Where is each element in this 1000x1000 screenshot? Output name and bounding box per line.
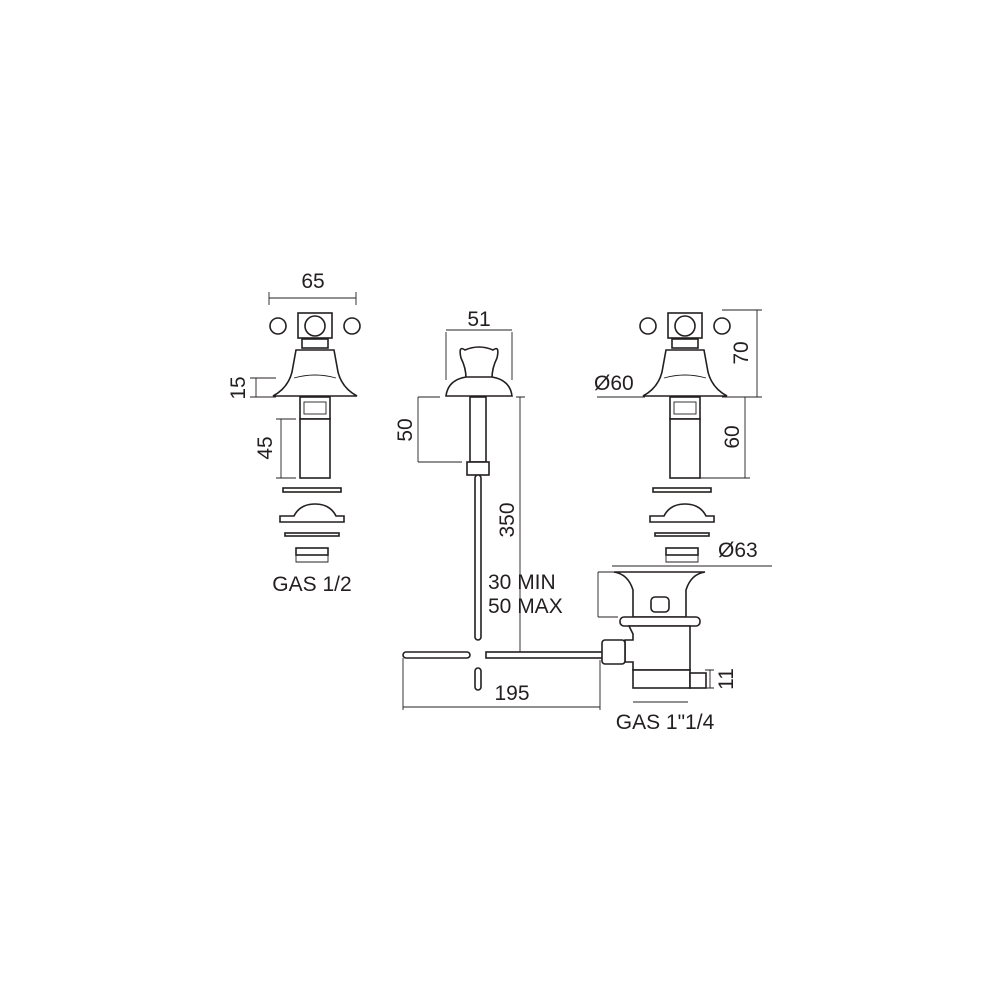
lever-length-label: 195 — [494, 682, 529, 705]
waste-tail-label: 11 — [715, 668, 738, 690]
right-tap: 70 60 Ø60 — [594, 309, 762, 564]
left-tap-width-label: 65 — [301, 270, 324, 293]
left-tap-stem-label: 45 — [254, 436, 277, 459]
waste-thread-label: GAS 1"1/4 — [616, 711, 715, 734]
right-tap-diameter-label: Ø60 — [594, 372, 634, 395]
pop-up-waste: Ø63 11 GAS 1"1/4 — [597, 539, 772, 734]
left-tap: 65 15 45 GAS 1/2 — [227, 270, 362, 596]
left-tap-flange-height-label: 15 — [227, 376, 250, 399]
deck-min-label: 30 MIN — [488, 571, 556, 594]
rod-length-label: 350 — [496, 502, 519, 537]
right-tap-stem-label: 60 — [721, 425, 744, 448]
center-spout: 51 50 350 30 MIN 50 MAX 195 — [394, 308, 605, 710]
deck-max-label: 50 MAX — [488, 595, 563, 618]
left-tap-thread-label: GAS 1/2 — [272, 573, 351, 596]
spout-height-label: 50 — [394, 418, 417, 441]
spout-width-label: 51 — [467, 308, 490, 331]
right-tap-height-label: 70 — [730, 341, 753, 364]
waste-diameter-label: Ø63 — [718, 539, 758, 562]
